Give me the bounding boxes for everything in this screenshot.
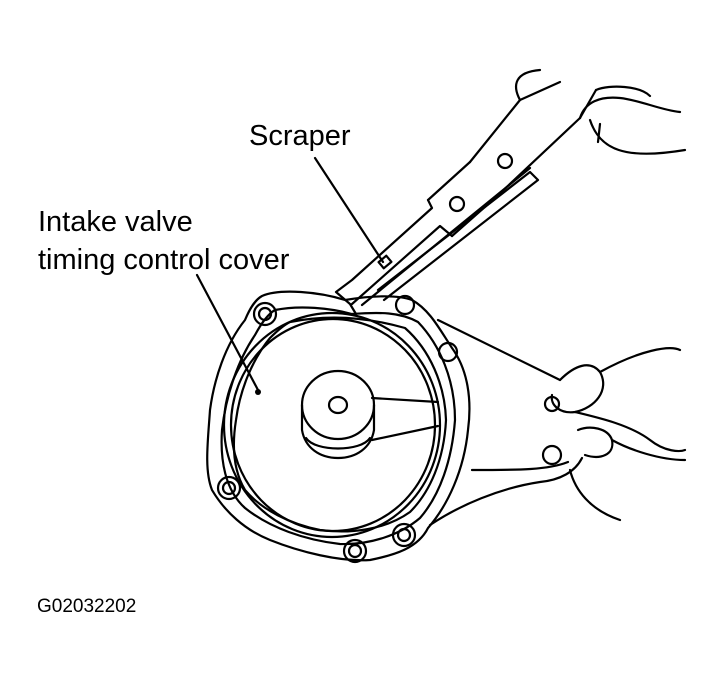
leader-line-scraper [313, 156, 385, 264]
cover-label: Intake valve timing control cover [38, 203, 289, 279]
bolt-hole [252, 301, 278, 327]
bolt-hole [394, 294, 416, 316]
figure-code: G02032202 [37, 596, 137, 617]
bolt-hole [391, 522, 417, 548]
bolt-hole [342, 538, 368, 564]
scraper-blade-outline [334, 198, 454, 316]
leader-dot [255, 389, 261, 395]
scraper-label: Scraper [249, 120, 351, 152]
leader-line-cover [195, 273, 260, 392]
bolt-holes [216, 294, 459, 564]
bolt-hole [257, 306, 273, 322]
scraper-handle [468, 98, 582, 200]
scraper-rivet [496, 152, 514, 170]
bolt-hole [216, 475, 242, 501]
bolt-hole [221, 480, 237, 496]
cover-label-line2: timing control cover [38, 244, 290, 276]
cover-flange-outline [206, 290, 471, 562]
bolt-hole [347, 543, 363, 559]
bolt-hole [396, 527, 412, 543]
bolt-hole [541, 444, 563, 466]
cover-label-line1: Intake valve [38, 206, 193, 238]
cover-disc-outer [222, 311, 442, 539]
central-boss [300, 369, 440, 460]
scraper-rivet [448, 195, 466, 213]
scraper-tool [334, 80, 598, 316]
scraper-handle-edge [518, 80, 598, 120]
cover-extension [428, 318, 584, 527]
cover-disc-inner [229, 317, 437, 533]
hand-lower [550, 347, 687, 522]
bolt-hole [437, 341, 459, 363]
timing-control-cover [206, 290, 584, 564]
hand-upper [515, 68, 687, 155]
